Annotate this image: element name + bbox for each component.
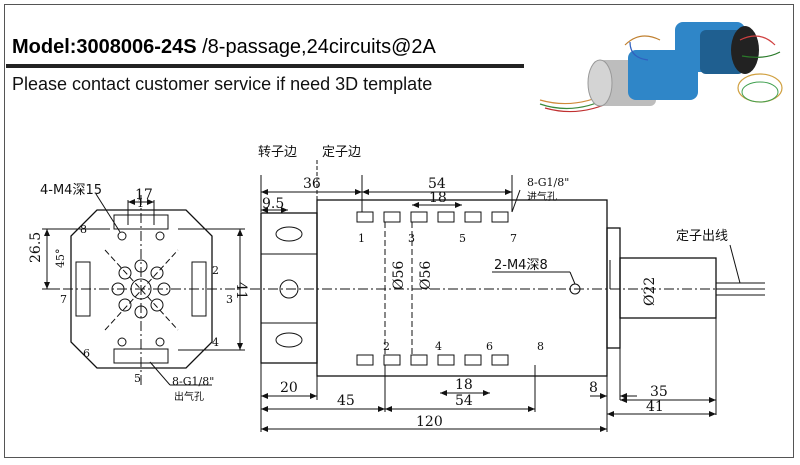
dim-41-side: 41 bbox=[646, 399, 664, 415]
holes-label: 4-M4深15 bbox=[40, 183, 102, 198]
dim-9-5: 9.5 bbox=[262, 196, 284, 212]
port-label: 3 bbox=[408, 232, 415, 245]
dim-26-5: 26.5 bbox=[28, 232, 44, 263]
port-label: 1 bbox=[137, 197, 144, 210]
port-label: 8 bbox=[80, 223, 87, 236]
dim-35: 35 bbox=[650, 384, 668, 400]
stator-wire-label: 定子出线 bbox=[676, 229, 728, 244]
port-label: 8 bbox=[537, 340, 544, 353]
dim-phi22: Ø22 bbox=[642, 277, 658, 306]
front-view-labels: 4-M4深15 17 26.5 45° 41 8-G1/8" 出气孔 1 2 3… bbox=[28, 183, 249, 403]
port-label: 6 bbox=[486, 340, 493, 353]
dim-20: 20 bbox=[280, 380, 298, 396]
dim-17: 17 bbox=[135, 187, 153, 203]
port-label: 1 bbox=[358, 232, 365, 245]
dim-45: 45 bbox=[337, 393, 355, 409]
dim-phi56-a: Ø56 bbox=[391, 261, 407, 290]
inlet-cn: 进气孔 bbox=[527, 190, 557, 203]
model-spec: /8-passage,24circuits@2A bbox=[196, 36, 436, 58]
port-label: 4 bbox=[212, 336, 219, 349]
port-label: 2 bbox=[383, 340, 390, 353]
title-rule bbox=[6, 64, 524, 68]
side-view bbox=[250, 160, 765, 432]
air-outlet-label: 8-G1/8" bbox=[172, 375, 214, 388]
m4-label: 2-M4深8 bbox=[494, 258, 548, 273]
port-label: 4 bbox=[435, 340, 442, 353]
port-label: 7 bbox=[60, 293, 67, 306]
front-view bbox=[42, 193, 245, 386]
dim-41-front: 41 bbox=[233, 282, 249, 300]
dim-phi56-b: Ø56 bbox=[418, 261, 434, 290]
dim-54-bottom: 54 bbox=[455, 393, 473, 409]
air-outlet-cn: 出气孔 bbox=[174, 390, 204, 403]
port-label: 3 bbox=[226, 293, 233, 306]
dim-54-top: 54 bbox=[428, 176, 446, 192]
rotor-side-label: 转子边 bbox=[258, 145, 297, 160]
port-label: 5 bbox=[459, 232, 466, 245]
model-title: Model:3008006-24S /8-passage,24circuits@… bbox=[12, 36, 436, 59]
port-label: 5 bbox=[134, 372, 141, 385]
port-label: 7 bbox=[510, 232, 517, 245]
dim-120: 120 bbox=[416, 414, 443, 430]
contact-note: Please contact customer service if need … bbox=[12, 74, 433, 94]
dim-18-bottom: 18 bbox=[455, 377, 473, 393]
port-label: 6 bbox=[83, 347, 90, 360]
product-photo bbox=[539, 22, 783, 113]
dim-18-top: 18 bbox=[429, 190, 447, 206]
drawing-frame bbox=[4, 4, 794, 458]
side-view-labels: 转子边 定子边 36 54 18 9.5 8-G1/8" 进气孔 Ø56 Ø56… bbox=[258, 145, 728, 430]
port-label: 2 bbox=[212, 264, 219, 277]
inlet-label: 8-G1/8" bbox=[527, 176, 569, 189]
model-number: Model:3008006-24S bbox=[12, 36, 197, 58]
dim-8: 8 bbox=[589, 380, 598, 396]
dim-45deg: 45° bbox=[54, 249, 67, 269]
dim-36: 36 bbox=[303, 176, 321, 192]
stator-side-label: 定子边 bbox=[322, 145, 361, 160]
